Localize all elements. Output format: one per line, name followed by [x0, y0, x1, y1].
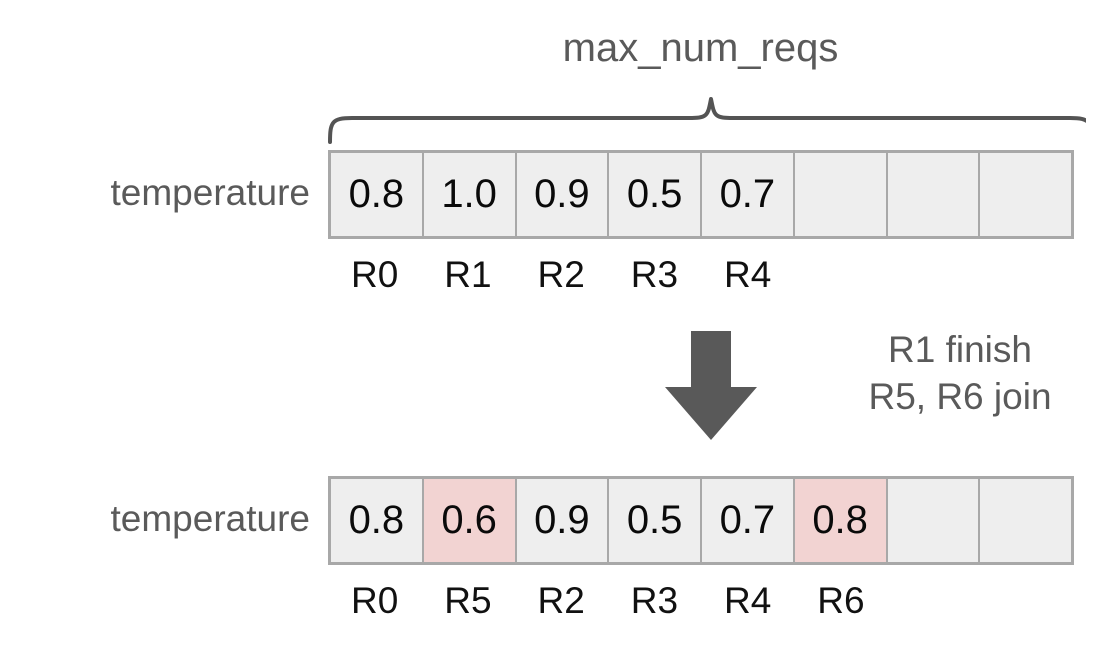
request-label — [888, 582, 981, 619]
cell-value: 0.5 — [626, 497, 683, 542]
transition-note: R1 finish R5, R6 join — [820, 326, 1100, 421]
request-label — [981, 582, 1074, 619]
row-label-temperature-after: temperature — [110, 498, 311, 539]
request-labels-before: R0 R1 R2 R3 R4 — [328, 256, 1074, 293]
array-cell[interactable]: 0.7 — [702, 153, 795, 236]
request-label: R2 — [537, 254, 585, 295]
cell-value: 0.7 — [719, 171, 776, 216]
page-title: max_num_reqs — [562, 26, 839, 70]
cell-value: 0.8 — [348, 497, 405, 542]
request-label — [794, 256, 887, 293]
array-cell-empty[interactable] — [887, 153, 981, 236]
curly-brace-icon — [320, 96, 1094, 144]
temperature-array-before: 0.8 1.0 0.9 0.5 0.7 — [328, 150, 1074, 239]
temperature-array-after: 0.8 0.6 0.9 0.5 0.7 0.8 — [328, 476, 1074, 565]
cell-value: 0.9 — [534, 497, 590, 542]
array-cell-empty[interactable] — [980, 479, 1071, 562]
request-label: R6 — [817, 580, 865, 621]
request-label — [981, 256, 1074, 293]
request-label: R5 — [444, 580, 492, 621]
note-line-1: R1 finish — [888, 329, 1032, 370]
request-label — [888, 256, 981, 293]
array-cell[interactable]: 0.7 — [702, 479, 795, 562]
cell-value: 0.8 — [812, 497, 868, 542]
array-cell-empty[interactable] — [794, 153, 888, 236]
array-cell[interactable]: 0.8 — [331, 479, 424, 562]
cell-value: 0.5 — [626, 171, 683, 216]
array-cell-empty[interactable] — [887, 479, 981, 562]
down-arrow-icon — [663, 331, 759, 442]
request-label: R0 — [350, 580, 399, 621]
row-label-temperature-before: temperature — [110, 172, 311, 213]
request-labels-after: R0 R5 R2 R3 R4 R6 — [328, 582, 1074, 619]
note-line-2: R5, R6 join — [868, 376, 1052, 418]
array-cell[interactable]: 0.9 — [516, 479, 610, 562]
request-label: R3 — [630, 254, 679, 295]
array-cell[interactable]: 1.0 — [423, 153, 517, 236]
cell-value: 0.8 — [348, 171, 405, 216]
cell-value: 0.6 — [441, 497, 497, 542]
cell-value: 0.9 — [534, 171, 590, 216]
array-cell[interactable]: 0.8 — [331, 153, 424, 236]
request-label: R3 — [630, 580, 679, 621]
request-label: R4 — [723, 254, 772, 295]
request-label: R0 — [350, 254, 399, 295]
request-label: R1 — [444, 254, 492, 295]
request-label: R4 — [723, 580, 772, 621]
array-cell-empty[interactable] — [980, 153, 1071, 236]
array-cell[interactable]: 0.5 — [609, 479, 702, 562]
cell-value: 1.0 — [441, 171, 497, 216]
request-label: R2 — [537, 580, 585, 621]
cell-value: 0.7 — [719, 497, 776, 542]
array-cell-highlighted[interactable]: 0.8 — [794, 479, 888, 562]
array-cell[interactable]: 0.9 — [516, 153, 610, 236]
array-cell[interactable]: 0.5 — [609, 153, 702, 236]
array-cell-highlighted[interactable]: 0.6 — [423, 479, 517, 562]
